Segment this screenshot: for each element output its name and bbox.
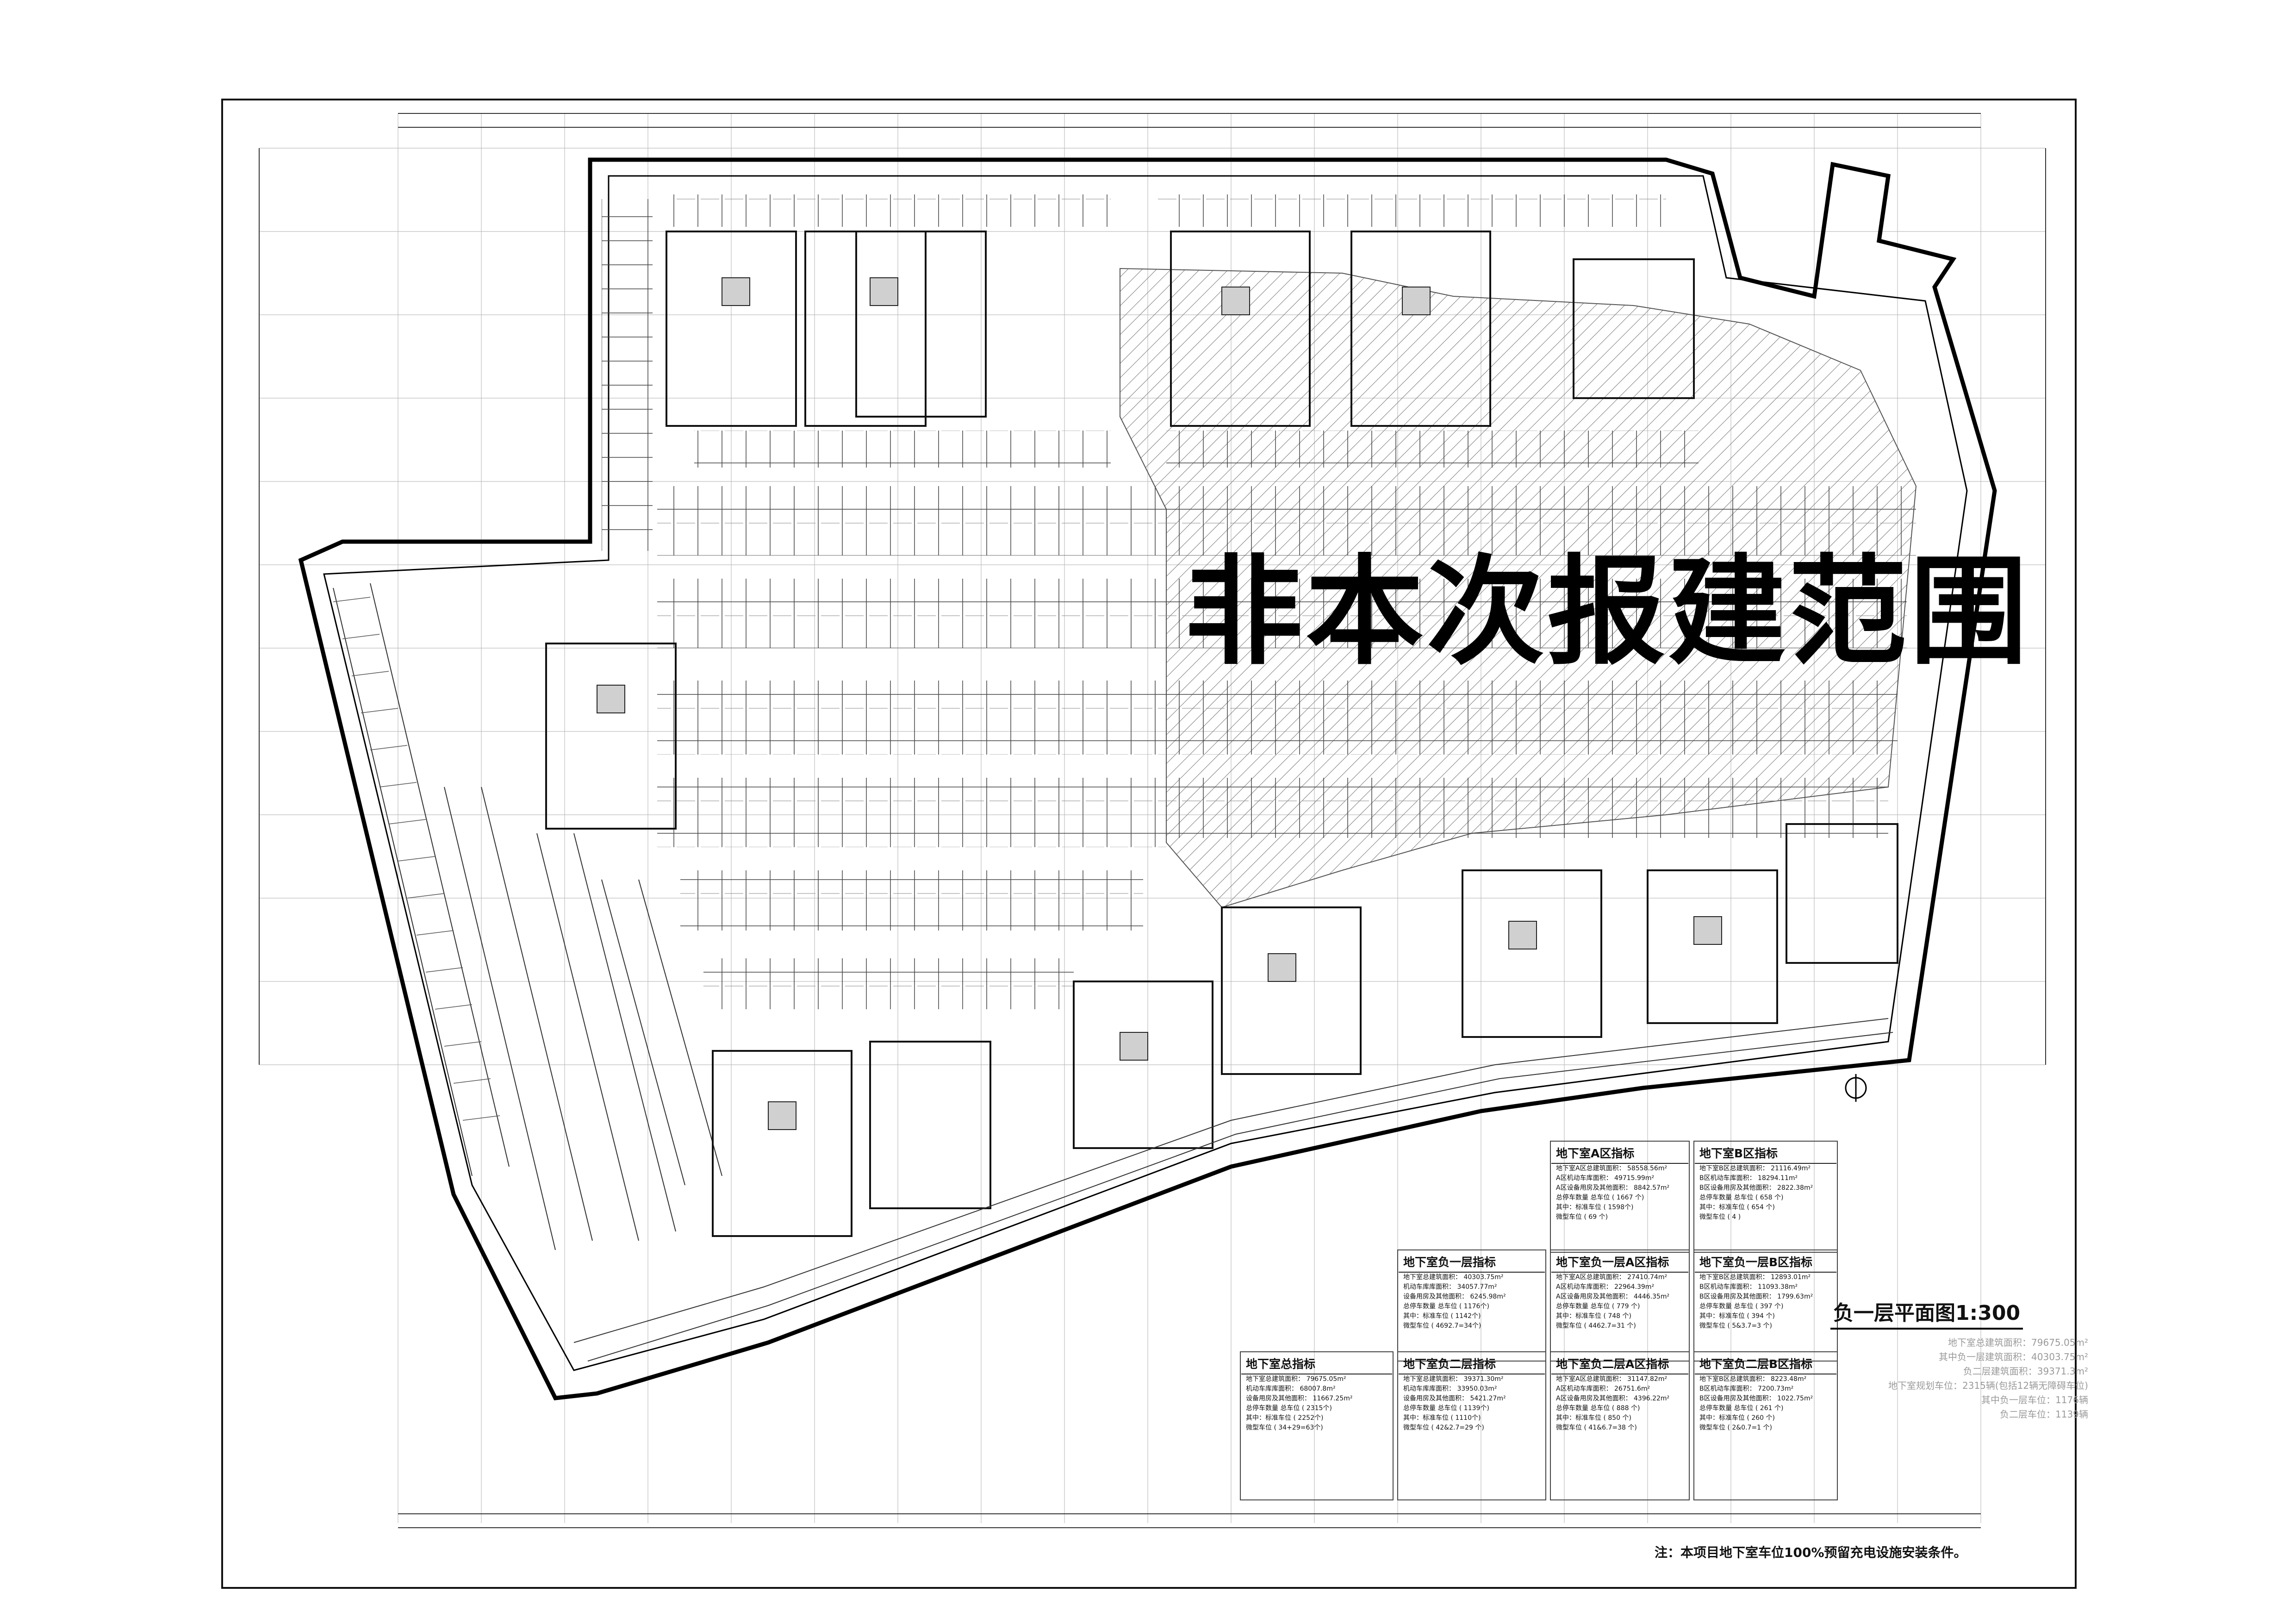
west-wing-parking — [333, 583, 722, 1250]
table-b1-header: 地下室负一层指标 — [1399, 1252, 1545, 1273]
parking-rows — [602, 194, 1916, 1009]
summary-line: 其中负一层建筑面积：40303.75m² — [1939, 1351, 2088, 1362]
sheet-frame — [221, 99, 2077, 1589]
table-line: 总停车数量 总车位 ( 261 个) — [1699, 1405, 1784, 1412]
table-line: 地下室总建筑面积： 79675.05m² — [1246, 1375, 1346, 1383]
table-b2: 地下室负二层指标 地下室总建筑面积： 39371.30m² 机动车库库面积： 3… — [1399, 1354, 1545, 1433]
west-wing-stall-ticks — [333, 597, 500, 1121]
table-line: 其中：标准车位 ( 394 个) — [1699, 1312, 1775, 1320]
table-line: 其中：标准车位 ( 850 个) — [1556, 1414, 1631, 1422]
table-line: B区机动车库面积： 7200.73m² — [1699, 1385, 1794, 1393]
table-line: 微型车位 ( 41&6.7=38 个) — [1556, 1424, 1637, 1431]
inner-wall-line — [323, 175, 1968, 1371]
table-line: B区设备用房及其他面积： 2822.38m² — [1699, 1184, 1813, 1192]
charging-note: 注：本项目地下室车位100%预留充电设施安装条件。 — [1655, 1545, 1967, 1560]
table-line: 其中：标准车位 ( 260 个) — [1699, 1414, 1775, 1422]
table-total-header: 地下室总指标 — [1241, 1354, 1392, 1374]
table-b1-a: 地下室负一层A区指标 地下室A区总建筑面积： 27410.74m² A区机动车库… — [1551, 1252, 1688, 1331]
summary-line: 地下室总建筑面积：79675.05m² — [1948, 1337, 2088, 1348]
summary-line: 负二层车位：1139辆 — [2000, 1409, 2088, 1420]
table-line: 微型车位 ( 42&2.7=29 个) — [1403, 1424, 1484, 1431]
table-b2-b-header: 地下室负二层B区指标 — [1695, 1354, 1836, 1374]
table-line: 微型车位 ( 4 ) — [1699, 1213, 1741, 1221]
area-summary: 地下室总建筑面积：79675.05m² 其中负一层建筑面积：40303.75m²… — [1888, 1336, 2088, 1422]
summary-line: 地下室规划车位：2315辆(包括12辆无障碍车位) — [1888, 1380, 2088, 1391]
table-line: 地下室A区总建筑面积： 27410.74m² — [1556, 1274, 1668, 1281]
table-line: 地下室总建筑面积： 39371.30m² — [1403, 1375, 1504, 1383]
table-line: A区设备用房及其他面积： 4446.35m² — [1556, 1293, 1670, 1300]
table-zone-b-header: 地下室B区指标 — [1695, 1143, 1836, 1164]
table-line: 设备用房及其他面积： 5421.27m² — [1403, 1395, 1506, 1402]
table-line: A区设备用房及其他面积： 4396.22m² — [1556, 1395, 1670, 1402]
summary-line: 其中负一层车位：1176辆 — [1981, 1394, 2088, 1405]
table-line: A区机动车库面积： 49715.99m² — [1556, 1174, 1655, 1182]
table-b2-b: 地下室负二层B区指标 地下室B区总建筑面积： 8223.48m² B区机动车库面… — [1695, 1354, 1836, 1433]
table-b1: 地下室负一层指标 地下室总建筑面积： 40303.75m² 机动车库库面积： 3… — [1399, 1252, 1545, 1331]
table-line: B区机动车库面积： 18294.11m² — [1699, 1174, 1798, 1182]
table-line: 其中：标准车位 ( 1598个) — [1556, 1204, 1634, 1211]
summary-line: 负二层建筑面积：39371.3m² — [1963, 1366, 2088, 1377]
table-line: 总停车数量 总车位 ( 1176个) — [1403, 1303, 1489, 1310]
table-line: 地下室A区总建筑面积： 58558.56m² — [1556, 1165, 1668, 1172]
table-line: 地下室B区总建筑面积： 21116.49m² — [1699, 1165, 1811, 1172]
table-line: A区设备用房及其他面积： 8842.57m² — [1556, 1184, 1670, 1192]
non-scope-stamp: 非本次报建范围 — [1185, 543, 2031, 681]
core-internals — [597, 277, 1722, 1130]
table-line: 其中：标准车位 ( 2252个) — [1246, 1414, 1324, 1422]
table-line: 总停车数量 总车位 ( 658 个) — [1699, 1194, 1784, 1201]
table-b2-header: 地下室负二层指标 — [1399, 1354, 1545, 1374]
table-line: 总停车数量 总车位 ( 1667 个) — [1556, 1194, 1644, 1201]
table-b1-a-header: 地下室负一层A区指标 — [1551, 1252, 1688, 1273]
table-zone-a-header: 地下室A区指标 — [1551, 1143, 1688, 1164]
table-zone-a: 地下室A区指标 地下室A区总建筑面积： 58558.56m² A区机动车库面积：… — [1551, 1143, 1688, 1222]
table-line: 设备用房及其他面积： 11667.25m² — [1246, 1395, 1353, 1402]
table-line: 机动车库库面积： 34057.77m² — [1403, 1283, 1497, 1291]
basement-outline — [298, 157, 1997, 1400]
table-line: 微型车位 ( 5&3.7=3 个) — [1699, 1322, 1773, 1330]
drawing-title: 负一层平面图1:300 — [1830, 1296, 2023, 1330]
table-b1-b-header: 地下室负一层B区指标 — [1695, 1252, 1836, 1273]
table-line: 地下室B区总建筑面积： 12893.01m² — [1699, 1274, 1811, 1281]
building-cores — [545, 231, 1898, 1237]
table-line: 微型车位 ( 4462.7=31 个) — [1556, 1322, 1636, 1330]
table-line: B区设备用房及其他面积： 1022.75m² — [1699, 1395, 1813, 1402]
table-line: 微型车位 ( 4692.7=34个) — [1403, 1322, 1481, 1330]
table-line: 设备用房及其他面积： 6245.98m² — [1403, 1293, 1506, 1300]
table-line: 微型车位 ( 2&0.7=1 个) — [1699, 1424, 1773, 1431]
table-line: 微型车位 ( 34+29=63个) — [1246, 1424, 1323, 1431]
table-zone-b: 地下室B区指标 地下室B区总建筑面积： 21116.49m² B区机动车库面积：… — [1695, 1143, 1836, 1222]
table-line: 其中：标准车位 ( 748 个) — [1556, 1312, 1631, 1320]
table-total: 地下室总指标 地下室总建筑面积： 79675.05m² 机动车库库面积： 680… — [1241, 1354, 1392, 1433]
table-line: 总停车数量 总车位 ( 1139个) — [1403, 1405, 1489, 1412]
table-line: 其中：标准车位 ( 1142个) — [1403, 1312, 1481, 1320]
table-b1-b: 地下室负一层B区指标 地下室B区总建筑面积： 12893.01m² B区机动车库… — [1695, 1252, 1836, 1331]
table-line: 微型车位 ( 69 个) — [1556, 1213, 1608, 1221]
table-line: 其中：标准车位 ( 1110个) — [1403, 1414, 1481, 1422]
table-b2-a-header: 地下室负二层A区指标 — [1551, 1354, 1688, 1374]
table-line: 其中：标准车位 ( 654 个) — [1699, 1204, 1775, 1211]
table-line: 地下室B区总建筑面积： 8223.48m² — [1699, 1375, 1807, 1383]
table-line: B区设备用房及其他面积： 1799.63m² — [1699, 1293, 1813, 1300]
table-line: 地下室A区总建筑面积： 31147.82m² — [1556, 1375, 1668, 1383]
south-storage-strip — [573, 1018, 1893, 1362]
table-b2-a: 地下室负二层A区指标 地下室A区总建筑面积： 31147.82m² A区机动车库… — [1551, 1354, 1688, 1433]
table-line: 总停车数量 总车位 ( 397 个) — [1699, 1303, 1784, 1310]
table-line: 总停车数量 总车位 ( 779 个) — [1556, 1303, 1640, 1310]
table-line: A区机动车库面积： 22964.39m² — [1556, 1283, 1655, 1291]
table-line: 总停车数量 总车位 ( 2315个) — [1246, 1405, 1332, 1412]
table-line: B区机动车库面积： 11093.38m² — [1699, 1283, 1798, 1291]
table-line: 机动车库库面积： 33950.03m² — [1403, 1385, 1497, 1393]
table-line: 机动车库库面积： 68007.8m² — [1246, 1385, 1336, 1393]
table-line: A区机动车库面积： 26751.6m² — [1556, 1385, 1650, 1393]
table-line: 地下室总建筑面积： 40303.75m² — [1403, 1274, 1504, 1281]
dimension-lines — [259, 113, 2046, 1528]
table-line: 总停车数量 总车位 ( 888 个) — [1556, 1405, 1640, 1412]
index-table-frames — [1240, 1141, 1838, 1500]
north-arrow-icon — [1845, 1074, 1867, 1102]
